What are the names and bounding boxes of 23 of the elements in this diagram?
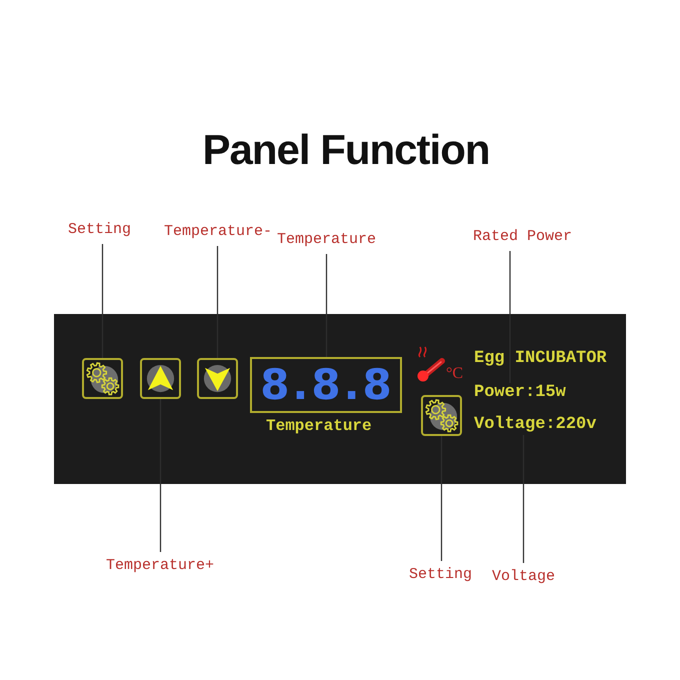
leader-line (216, 246, 218, 358)
leader-line (440, 436, 442, 561)
page-title: Panel Function (202, 127, 490, 173)
leader-line (326, 254, 328, 357)
control-panel (54, 314, 626, 484)
leader-line (509, 251, 511, 383)
leader-line (102, 244, 104, 358)
callout-label: Setting (68, 221, 132, 239)
panel-heading: Egg INCUBATOR (474, 349, 607, 369)
digit-readout: 8.8.8 (259, 364, 395, 406)
spec-text: Power:15w (474, 383, 566, 403)
callout-label: Temperature+ (106, 557, 214, 575)
leader-line (522, 435, 524, 563)
callout-label: Temperature (277, 231, 376, 249)
spec-text: Voltage:220v (474, 415, 596, 435)
digital-display (250, 357, 402, 413)
unit-symbol: °C (446, 365, 464, 383)
callout-label: Rated Power (473, 228, 572, 246)
callout-label: Setting (409, 566, 472, 584)
leader-line (160, 399, 162, 552)
callout-label: Temperature- (164, 223, 272, 241)
display-caption: Temperature (266, 417, 372, 436)
callout-label: Voltage (492, 568, 556, 586)
